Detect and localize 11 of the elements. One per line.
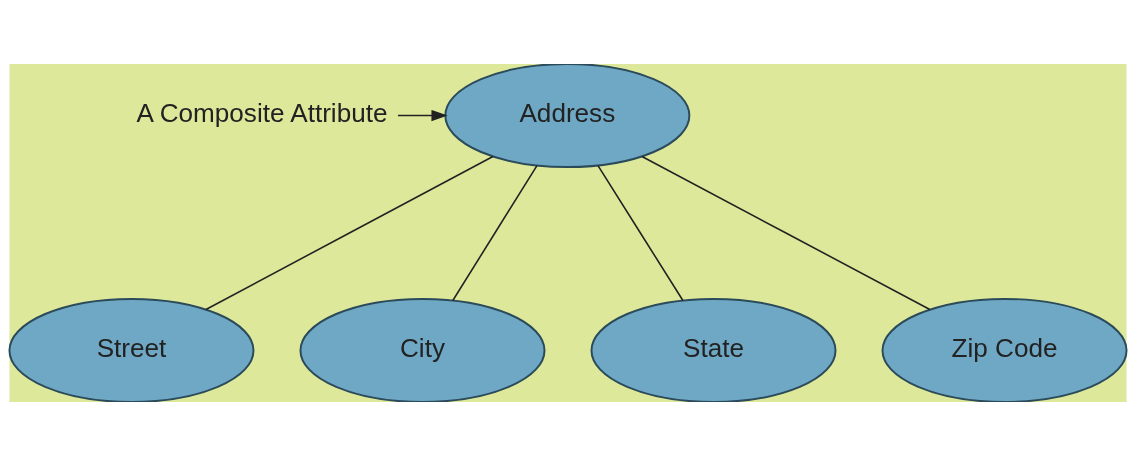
node-ellipse: Address [444, 64, 691, 169]
node-ellipse: State [590, 297, 837, 402]
node-ellipse: Street [8, 297, 255, 402]
connector [597, 164, 684, 302]
node-ellipse: Zip Code [881, 297, 1128, 402]
arrow [397, 109, 448, 122]
node-ellipse: City [299, 297, 546, 402]
connector [205, 155, 494, 311]
connector [641, 155, 931, 311]
connector [452, 164, 538, 302]
node-text: A Composite Attribute [136, 98, 388, 129]
